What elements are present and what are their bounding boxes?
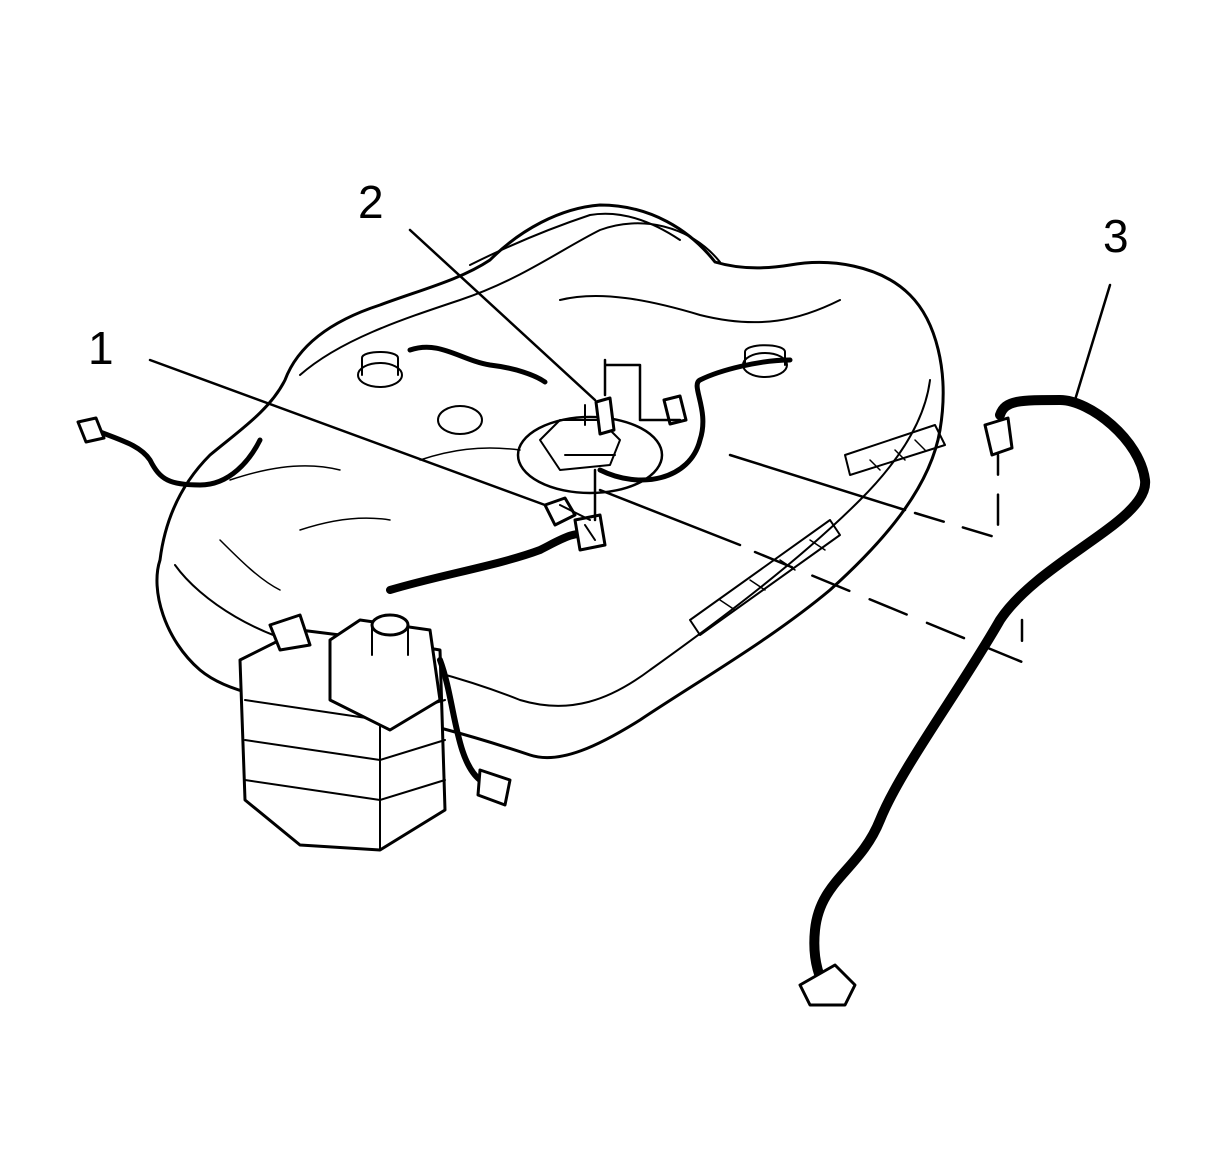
- evap-canister: [238, 529, 594, 852]
- callout-2: 2: [358, 176, 384, 228]
- wiring-harness: [76, 416, 263, 488]
- part-1-connector: [543, 496, 607, 552]
- part-3-vapor-pipe: [798, 395, 1151, 1007]
- callout-3: 3: [1103, 210, 1129, 262]
- leader-lines: [148, 228, 1112, 664]
- part-2-fitting: [594, 394, 688, 436]
- callout-1: 1: [88, 322, 114, 374]
